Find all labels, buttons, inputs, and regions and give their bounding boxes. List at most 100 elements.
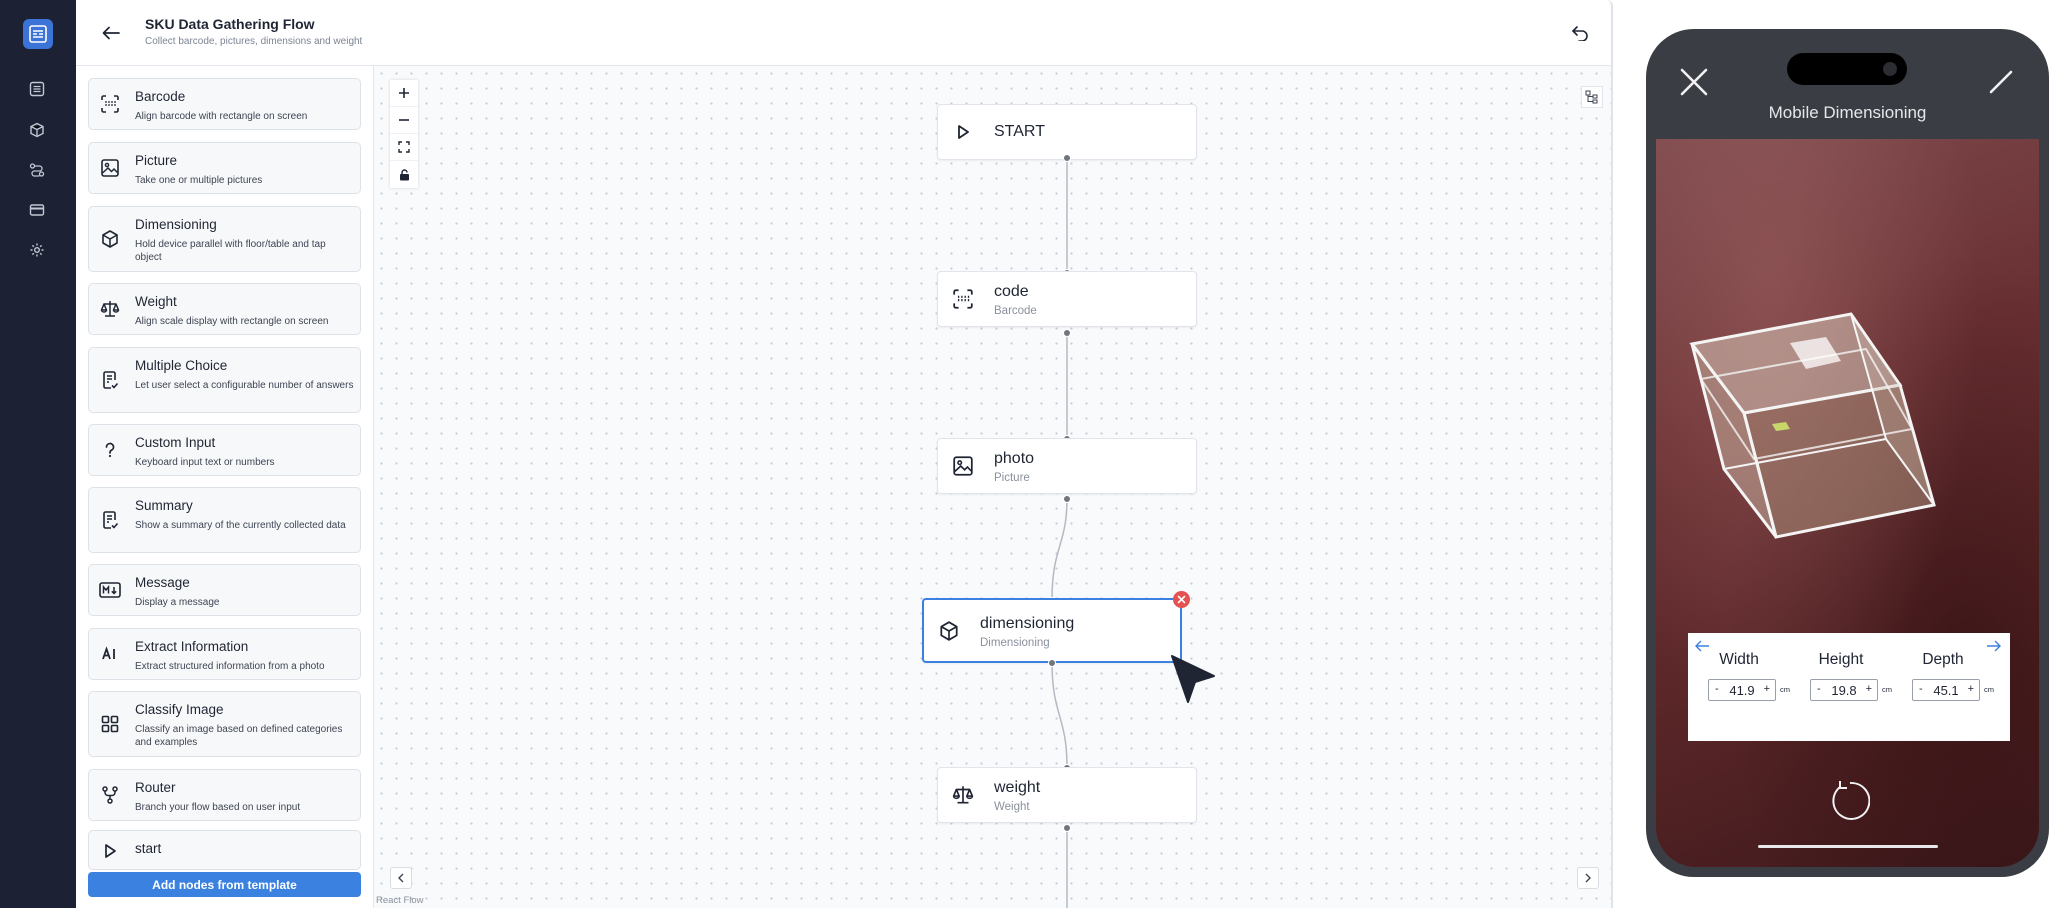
decrement-button[interactable]: -: [1715, 683, 1719, 695]
phone-screen: Mobile Dimensioning Width - 41.9 + cm He…: [1656, 39, 2039, 867]
depth-stepper[interactable]: - 45.1 +: [1912, 679, 1980, 701]
palette-item-desc: Extract structured information from a ph…: [135, 661, 325, 672]
dimension-value[interactable]: 41.9: [1729, 683, 1755, 698]
card-icon[interactable]: [26, 199, 48, 221]
height-stepper[interactable]: - 19.8 +: [1810, 679, 1878, 701]
scale-icon: [950, 782, 976, 808]
node-handle[interactable]: [1063, 824, 1071, 832]
palette-item-title: Summary: [135, 498, 193, 513]
palette-item-router[interactable]: Router Branch your flow based on user in…: [88, 769, 361, 821]
dimension-value[interactable]: 45.1: [1933, 683, 1959, 698]
palette-item-barcode[interactable]: Barcode Align barcode with rectangle on …: [88, 78, 361, 130]
pencil-icon[interactable]: [1984, 65, 2018, 99]
arrow-right-icon[interactable]: [1986, 639, 2002, 653]
add-nodes-from-template-button[interactable]: Add nodes from template: [88, 872, 361, 897]
zoom-in-icon[interactable]: [390, 80, 418, 107]
palette-item-desc: Show a summary of the currently collecte…: [135, 520, 346, 531]
node-handle[interactable]: [1048, 659, 1056, 667]
palette-item-dimensioning[interactable]: Dimensioning Hold device parallel with f…: [88, 206, 361, 272]
palette-item-picture[interactable]: Picture Take one or multiple pictures: [88, 142, 361, 194]
palette-item-title: Router: [135, 780, 176, 795]
node-title: START: [994, 123, 1045, 140]
flow-edges: [1051, 157, 1068, 908]
node-handle[interactable]: [1063, 329, 1071, 337]
node-palette: Barcode Align barcode with rectangle on …: [76, 66, 374, 908]
palette-item-title: Dimensioning: [135, 217, 217, 232]
palette-item-message[interactable]: Message Display a message: [88, 564, 361, 616]
barcode-scan-icon: [99, 93, 121, 115]
arrow-left-icon[interactable]: [1694, 639, 1710, 653]
flow-node-start[interactable]: START: [937, 104, 1197, 160]
palette-item-desc: Let user select a configurable number of…: [135, 380, 354, 391]
image-icon: [950, 453, 976, 479]
decrement-button[interactable]: -: [1919, 683, 1923, 695]
phone-title: Mobile Dimensioning: [1768, 103, 1927, 122]
unit-label: cm: [1780, 685, 1790, 694]
list-icon[interactable]: [26, 78, 48, 100]
top-bar: SKU Data Gathering Flow Collect barcode,…: [76, 0, 1611, 66]
palette-item-custom-input[interactable]: Custom Input Keyboard input text or numb…: [88, 424, 361, 476]
fit-view-icon[interactable]: [390, 134, 418, 161]
logo-icon[interactable]: [23, 19, 53, 49]
node-subtitle: Barcode: [994, 305, 1037, 317]
markdown-icon: [99, 579, 121, 601]
flow-node-weight[interactable]: weight Weight: [937, 767, 1197, 823]
home-indicator: [1758, 845, 1938, 848]
lock-icon[interactable]: [390, 161, 418, 188]
dimension-label: Height: [1818, 651, 1864, 668]
measured-box-overlay: [1689, 312, 1936, 539]
page-title: SKU Data Gathering Flow: [145, 16, 315, 32]
palette-item-multiple-choice[interactable]: Multiple Choice Let user select a config…: [88, 347, 361, 413]
grid-icon: [99, 713, 121, 735]
play-icon: [950, 119, 976, 145]
page-subtitle: Collect barcode, pictures, dimensions an…: [145, 36, 363, 47]
palette-item-classify-image[interactable]: Classify Image Classify an image based o…: [88, 691, 361, 757]
palette-item-extract-information[interactable]: Extract Information Extract structured i…: [88, 628, 361, 680]
route-icon[interactable]: [26, 159, 48, 181]
zoom-out-icon[interactable]: [390, 107, 418, 134]
delete-node-icon[interactable]: [1173, 591, 1190, 608]
question-icon: [99, 439, 121, 461]
increment-button[interactable]: +: [1763, 683, 1770, 695]
width-stepper[interactable]: - 41.9 +: [1708, 679, 1776, 701]
cube-icon: [99, 228, 121, 250]
increment-button[interactable]: +: [1865, 683, 1872, 695]
barcode-scan-icon: [950, 286, 976, 312]
node-title: dimensioning: [980, 615, 1075, 632]
flow-canvas[interactable]: START code Barcode photo Picture dimensi…: [374, 66, 1611, 908]
react-flow-attribution[interactable]: React Flow: [376, 895, 424, 906]
close-icon[interactable]: [1677, 65, 1711, 99]
dimension-value[interactable]: 19.8: [1831, 683, 1857, 698]
unit-label: cm: [1882, 685, 1892, 694]
image-icon: [99, 157, 121, 179]
palette-item-desc: Branch your flow based on user input: [135, 802, 301, 813]
undo-icon[interactable]: [1567, 20, 1593, 46]
cube-icon[interactable]: [26, 119, 48, 141]
flow-node-code[interactable]: code Barcode: [937, 271, 1197, 327]
gear-icon[interactable]: [26, 239, 48, 261]
back-arrow-icon[interactable]: [98, 20, 124, 46]
reset-icon[interactable]: [1826, 777, 1870, 821]
palette-item-start[interactable]: start: [88, 830, 361, 870]
node-handle[interactable]: [1063, 154, 1071, 162]
node-handle[interactable]: [1063, 495, 1071, 503]
node-title: code: [994, 283, 1029, 300]
layout-tree-icon[interactable]: [1581, 86, 1603, 108]
flow-node-photo[interactable]: photo Picture: [937, 438, 1197, 494]
chevron-right-icon[interactable]: [1577, 867, 1599, 889]
increment-button[interactable]: +: [1967, 683, 1974, 695]
node-subtitle: Picture: [994, 472, 1030, 484]
decrement-button[interactable]: -: [1817, 683, 1821, 695]
dimension-label: Depth: [1922, 651, 1964, 668]
palette-item-summary[interactable]: Summary Show a summary of the currently …: [88, 487, 361, 553]
cube-icon: [936, 618, 962, 644]
flow-node-dimensioning[interactable]: dimensioning Dimensioning: [922, 598, 1182, 663]
palette-item-desc: Classify an image based on defined categ…: [135, 724, 343, 748]
ai-icon: [99, 643, 121, 665]
palette-item-desc: Keyboard input text or numbers: [135, 457, 275, 468]
chevron-left-icon[interactable]: [390, 867, 412, 889]
palette-item-desc: Display a message: [135, 597, 220, 608]
node-subtitle: Dimensioning: [980, 637, 1050, 649]
palette-item-weight[interactable]: Weight Align scale display with rectangl…: [88, 283, 361, 335]
palette-item-desc: Take one or multiple pictures: [135, 175, 263, 186]
